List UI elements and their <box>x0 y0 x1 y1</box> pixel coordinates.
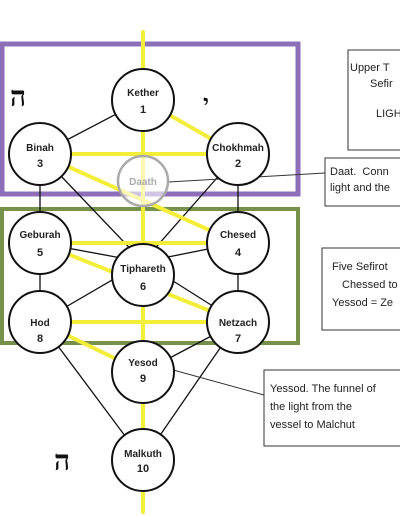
sefira-binah-number: 3 <box>37 158 43 170</box>
five-note-line1: Five Sefirot <box>332 261 388 273</box>
hebrew-he-bottom: ה <box>54 444 70 477</box>
sefira-binah: Binah 3 <box>8 122 72 186</box>
sefira-chokhmah-number: 2 <box>235 158 241 170</box>
yessod-note: Yessod. The funnel of the light from the… <box>270 380 398 434</box>
sefira-daath-name: Daath <box>129 177 157 188</box>
sefira-tiphareth: Tiphareth 6 <box>111 243 175 307</box>
upper-note-box <box>347 49 400 151</box>
sefira-hod-number: 8 <box>37 333 43 345</box>
sefira-kether: Kether 1 <box>111 68 175 132</box>
sefira-chokhmah-name: Chokhmah <box>212 143 264 154</box>
daat-note-line1: Daat. Conn <box>330 166 389 178</box>
upper-note-line3: LIGH <box>376 108 400 120</box>
sefira-malkuth-name: Malkuth <box>124 449 162 460</box>
yessod-pointer <box>165 367 265 396</box>
sefira-hod-name: Hod <box>30 318 49 329</box>
sefira-geburah-name: Geburah <box>19 230 60 241</box>
sefira-netzach: Netzach 7 <box>206 290 270 354</box>
sefira-daath: Daath <box>116 154 170 208</box>
sefira-yesod: Yesod 9 <box>111 340 175 404</box>
five-note-line3: Yessod = Ze <box>332 297 394 309</box>
daat-note-box <box>324 157 400 207</box>
sefira-malkuth-number: 10 <box>137 463 149 475</box>
sefira-chesed-name: Chesed <box>220 230 256 241</box>
yessod-note-line2: the light from the <box>270 401 352 413</box>
upper-note: Upper T Sefir LIGH <box>350 60 400 122</box>
upper-note-line1: Upper T <box>350 62 390 74</box>
sefira-yesod-number: 9 <box>140 373 146 385</box>
sefira-malkuth: Malkuth 10 <box>111 428 175 492</box>
sefira-chesed: Chesed 4 <box>206 211 270 275</box>
sefira-geburah: Geburah 5 <box>8 211 72 275</box>
sefira-yesod-name: Yesod <box>128 358 157 369</box>
sefira-chesed-number: 4 <box>235 247 242 259</box>
yessod-note-box <box>263 369 400 447</box>
sefira-chokhmah: Chokhmah 2 <box>206 122 270 186</box>
five-note-box <box>321 247 400 331</box>
sefira-netzach-number: 7 <box>235 333 241 345</box>
sefira-netzach-name: Netzach <box>219 318 257 329</box>
daat-note-line2: light and the <box>330 182 390 194</box>
sefira-geburah-number: 5 <box>37 247 43 259</box>
hebrew-yod: י <box>203 90 209 116</box>
five-note-line2: Chessed to <box>342 279 398 291</box>
sefira-tiphareth-name: Tiphareth <box>120 264 165 275</box>
five-note: Five Sefirot Chessed to Yessod = Ze <box>332 258 400 312</box>
hebrew-he-top: ה <box>10 80 26 113</box>
sefira-kether-name: Kether <box>127 88 159 99</box>
sefira-hod: Hod 8 <box>8 290 72 354</box>
sefira-binah-name: Binah <box>26 143 54 154</box>
sefira-tiphareth-number: 6 <box>140 281 146 293</box>
upper-note-line2: Sefir <box>370 78 393 90</box>
daat-note: Daat. Conn light and the <box>330 164 400 196</box>
sefira-kether-number: 1 <box>140 104 146 116</box>
yessod-note-line3: vessel to Malchut <box>270 419 355 431</box>
yessod-note-line1: Yessod. The funnel of <box>270 383 376 395</box>
